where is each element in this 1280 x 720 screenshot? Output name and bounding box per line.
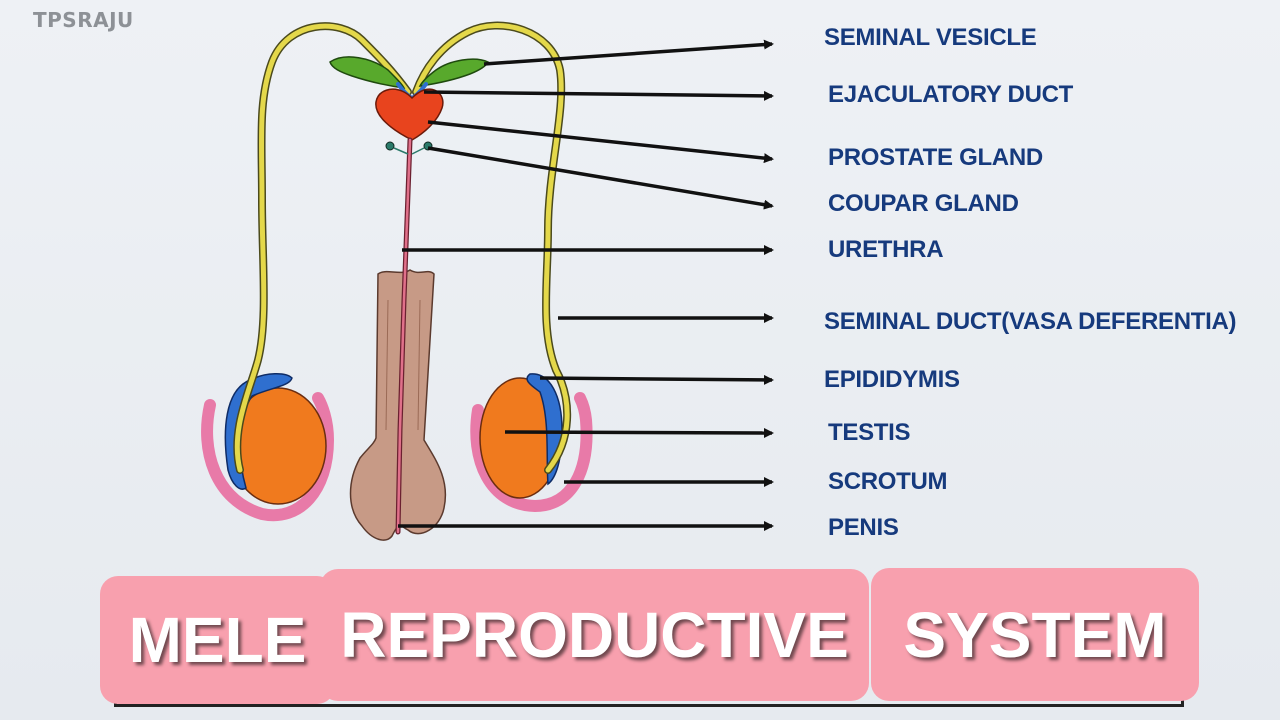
scrotum-left [201,392,335,522]
label-penis: PENIS [828,514,899,541]
arrow-epididymis [539,374,774,385]
arrow-prostate-gland [427,120,774,164]
arrow-testis [504,427,774,438]
prostate-shape [375,88,444,141]
title-word-1: MELE [100,576,335,704]
penis-texture-1 [385,299,389,431]
cowper-gland-left [385,141,395,151]
label-scrotum: SCROTUM [828,468,948,495]
cowper-duct [393,147,425,155]
label-epididymis: EPIDIDYMIS [824,366,960,393]
label-ejaculatory-duct: EJACULATORY DUCT [828,81,1073,108]
penis-shape [349,269,447,541]
seminal-vesicle-left [329,56,406,89]
label-urethra: URETHRA [828,236,944,263]
arrow-coupar-gland [427,146,774,210]
label-prostate-gland: PROSTATE GLAND [828,144,1043,171]
arrow-seminal-vesicle [483,39,774,66]
seminal-duct-right-fill [413,23,570,473]
scrotum-right [470,392,593,513]
label-coupar-gland: COUPAR GLAND [828,190,1019,217]
watermark: TPSRAJU [33,8,134,32]
seminal-duct-left-fill [234,23,411,473]
seminal-vesicle-right [418,58,490,87]
bottom-rule [114,704,1184,707]
penis-texture-2 [417,299,421,431]
urethra-shape-inner [396,138,412,534]
arrow-ejaculatory-duct [423,90,774,101]
label-testis: TESTIS [828,419,911,446]
title-word-2: REPRODUCTIVE [320,569,869,701]
title-word-3: SYSTEM [871,568,1199,701]
label-seminal-vesicle: SEMINAL VESICLE [824,24,1037,51]
pointer-arrows [398,39,774,531]
label-seminal-duct: SEMINAL DUCT(VASA DEFERENTIA) [824,308,1237,335]
